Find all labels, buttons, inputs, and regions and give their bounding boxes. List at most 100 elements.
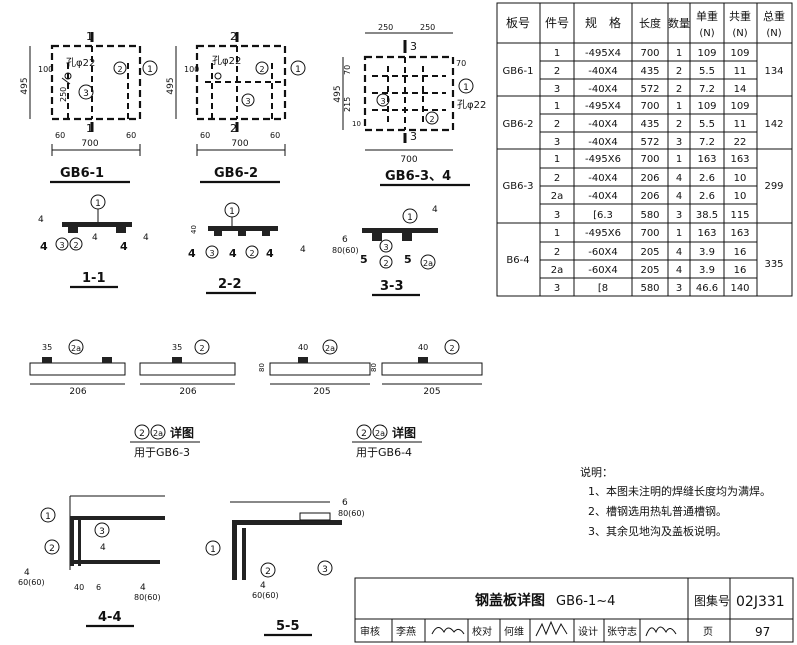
detail-usage: 用于GB6-3: [134, 446, 190, 459]
qty-cell: 2: [676, 119, 682, 130]
tw-cell: 22: [734, 137, 747, 148]
length-cell: 580: [640, 210, 659, 221]
weld-size: 4: [229, 247, 237, 260]
qty-cell: 1: [676, 101, 682, 112]
dim-text: 100: [184, 65, 199, 74]
part-cell: 2a: [551, 191, 564, 202]
section-mark-label: 1: [86, 30, 93, 43]
weld-size: 60(60): [18, 578, 45, 587]
th-unit-weight: 单重: [696, 9, 718, 23]
spec-cell: -40X4: [588, 191, 618, 202]
part-bubble-2a: 2a: [423, 259, 433, 268]
section-title: 2-2: [218, 277, 242, 292]
part-bubble-1: 1: [229, 207, 235, 217]
part-bubble-1: 1: [95, 199, 101, 209]
page-number: 97: [755, 625, 770, 639]
uw-cell: 3.9: [699, 265, 715, 276]
section-title: 5-5: [276, 619, 300, 634]
dim-text: 40: [190, 225, 198, 234]
review-label: 审核: [360, 625, 380, 638]
part-bubble-2a: 2a: [71, 344, 81, 353]
part-bubble-1: 1: [147, 65, 153, 75]
board-cell: B6-4: [506, 255, 529, 266]
uw-cell: 38.5: [696, 210, 718, 221]
tw-cell: 10: [734, 173, 747, 184]
dim-text: 215: [343, 97, 352, 112]
section-mark-label: 2: [230, 122, 237, 135]
tw-cell: 16: [734, 265, 747, 276]
part-bubble-1: 1: [45, 512, 51, 522]
length-cell: 206: [640, 173, 659, 184]
dim-text: 10: [352, 120, 361, 128]
section-2-2: 1 40 4 3 2 4 4 4 2-2: [188, 202, 306, 295]
th-total-unit: (N): [732, 28, 747, 39]
part-bubble-2: 2: [117, 65, 122, 74]
dim-text: 206: [179, 387, 196, 397]
weld-size: 4: [100, 543, 106, 553]
th-grand-unit: (N): [766, 28, 781, 39]
qty-cell: 4: [676, 265, 682, 276]
uw-cell: 2.6: [699, 173, 715, 184]
dim-text: 495: [166, 77, 176, 94]
section-title: 4-4: [98, 610, 122, 625]
length-cell: 435: [640, 119, 659, 130]
dim-text: 70: [456, 59, 466, 68]
part-cell: 1: [554, 48, 560, 59]
dim-text: 495: [333, 85, 343, 102]
weld-size: 4: [432, 205, 438, 215]
notes-heading: 说明：: [580, 465, 613, 479]
part-cell: 2: [554, 66, 560, 77]
part-bubble-1: 1: [463, 83, 469, 93]
part-bubble-2: 2: [199, 344, 204, 353]
weld-size: 60(60): [252, 591, 279, 600]
weld-size: 4: [266, 247, 274, 260]
part-bubble-2a: 2a: [375, 429, 385, 438]
weld-size: 4: [40, 240, 48, 253]
uw-cell: 2.6: [699, 191, 715, 202]
spec-cell: -60X4: [588, 265, 618, 276]
design-name: 张守志: [607, 625, 637, 638]
section-1-1: 1 4 4 3 2 4 4 4 1-1: [38, 194, 149, 289]
tw-cell: 11: [734, 66, 747, 77]
length-cell: 572: [640, 84, 659, 95]
part-cell: 3: [554, 283, 560, 294]
part-bubble-2a: 2a: [153, 429, 163, 438]
qty-cell: 3: [676, 210, 682, 221]
uw-cell: 46.6: [696, 283, 718, 294]
part-bubble-2: 2: [383, 259, 388, 268]
part-cell: 3: [554, 84, 560, 95]
th-length: 长度: [639, 16, 661, 30]
spec-cell: -40X4: [588, 173, 618, 184]
hole-label: 孔φ22: [212, 55, 241, 67]
uw-cell: 3.9: [699, 247, 715, 258]
board-cell: GB6-2: [503, 119, 534, 130]
th-unit-weight-unit: (N): [699, 28, 714, 39]
grand-cell: 142: [764, 119, 783, 130]
board-cell: GB6-3: [503, 181, 534, 192]
grand-cell: 134: [764, 66, 783, 77]
weld-size: 6: [342, 498, 348, 508]
dim-text: 40: [74, 583, 84, 592]
section-mark-label: 1: [86, 122, 93, 135]
part-bubble-2: 2: [73, 241, 78, 250]
plan-title: GB6-1: [60, 166, 104, 181]
dim-text: 250: [59, 87, 68, 102]
weld-size: 80(60): [134, 593, 161, 602]
spec-cell: -495X6: [585, 154, 621, 165]
part-cell: 2: [554, 247, 560, 258]
detail-usage: 用于GB6-4: [356, 446, 412, 459]
qty-cell: 4: [676, 173, 682, 184]
weld-size: 80(60): [332, 246, 359, 255]
dim-text: 35: [172, 343, 182, 352]
th-spec: 规 格: [585, 15, 621, 30]
length-cell: 205: [640, 247, 659, 258]
dim-text: 205: [313, 387, 330, 397]
part-bubble-3: 3: [59, 241, 64, 250]
check-label: 校对: [472, 625, 492, 638]
detail-gb6-3: 35 2a 206 35 2 206 2 2a 详图 用于GB6-3: [29, 339, 236, 459]
dim-text: 60: [55, 131, 65, 140]
notes: 说明： 1、本图未注明的焊缝长度均为满焊。 2、槽钢选用热轧普通槽钢。 3、其余…: [580, 465, 771, 538]
th-total: 共重: [729, 9, 751, 23]
part-bubble-1: 1: [407, 213, 413, 223]
spec-cell: -495X4: [585, 48, 621, 59]
